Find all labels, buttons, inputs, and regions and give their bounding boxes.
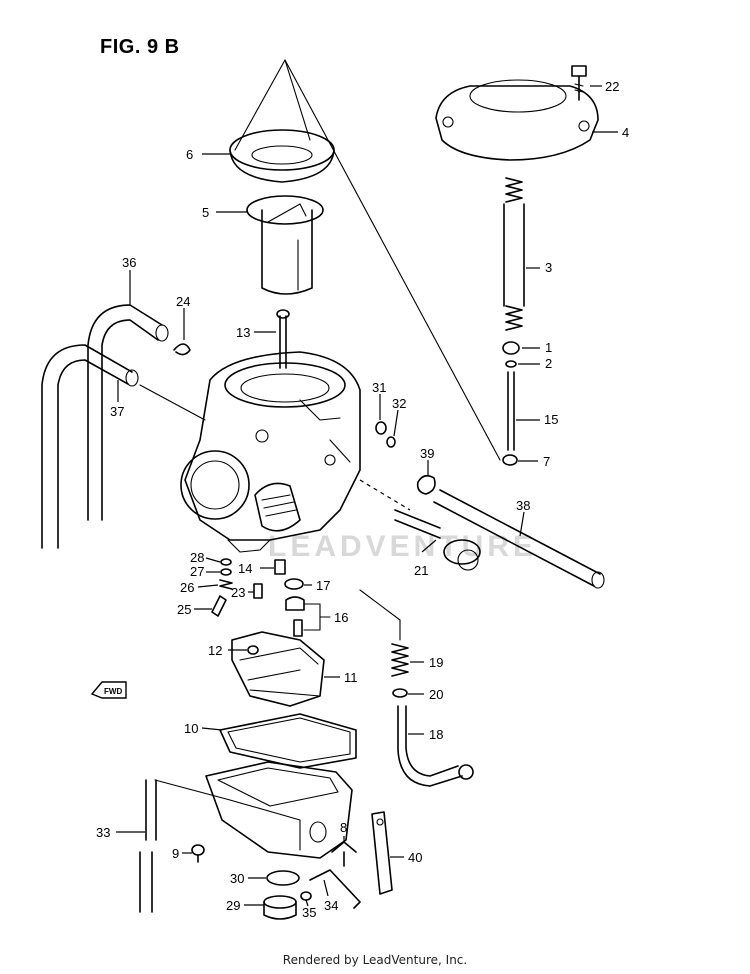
part-14-jet [274, 559, 286, 575]
part-12-pin [247, 645, 259, 655]
callout-39: 39 [420, 446, 434, 461]
carburetor-body [139, 351, 361, 553]
fwd-arrow-icon: FWD [90, 681, 127, 699]
part-33-hose [139, 779, 231, 913]
part-30-oring [266, 870, 300, 886]
callout-24: 24 [176, 294, 190, 309]
callout-29: 29 [226, 898, 240, 913]
part-10-gasket [219, 713, 357, 769]
callout-33: 33 [96, 825, 110, 840]
part-5-piston [246, 195, 324, 295]
part-39-clamp [416, 474, 436, 495]
part-38-hose [433, 489, 605, 589]
part-18-cable [397, 705, 474, 787]
callout-16: 16 [334, 610, 348, 625]
callout-18: 18 [429, 727, 443, 742]
callout-40: 40 [408, 850, 422, 865]
callout-15: 15 [544, 412, 558, 427]
part-31-screw [375, 421, 387, 435]
callout-9: 9 [172, 846, 179, 861]
part-20-washer [392, 688, 408, 698]
float-bowl [205, 761, 353, 859]
part-6-diaphragm [229, 129, 335, 183]
callout-35: 35 [302, 905, 316, 920]
part-15-needle [507, 371, 515, 451]
part-16-jet [285, 596, 305, 637]
part-24-clip [173, 343, 191, 356]
part-22-screw [571, 65, 587, 101]
part-13-screw [276, 309, 290, 369]
callout-13: 13 [236, 325, 250, 340]
callout-28: 28 [190, 550, 204, 565]
part-7-seat [502, 454, 518, 466]
part-26-spring [219, 579, 233, 590]
part-1-clip [502, 341, 520, 355]
callout-19: 19 [429, 655, 443, 670]
callout-6: 6 [186, 147, 193, 162]
callout-38: 38 [516, 498, 530, 513]
callout-32: 32 [392, 396, 406, 411]
callout-34: 34 [324, 898, 338, 913]
callout-21: 21 [414, 563, 428, 578]
callout-17: 17 [316, 578, 330, 593]
callout-23: 23 [231, 585, 245, 600]
part-28-ring [220, 558, 232, 566]
footer-credit: Rendered by LeadVenture, Inc. [282, 953, 468, 967]
part-40-bracket [371, 811, 393, 895]
callout-14: 14 [238, 561, 252, 576]
part-29-plug [263, 895, 297, 920]
watermark-text: LEADVENTURE [268, 530, 537, 563]
part-35-screw [300, 891, 312, 901]
callout-10: 10 [184, 721, 198, 736]
callout-1: 1 [545, 340, 552, 355]
part-36-hose [87, 304, 169, 521]
callout-25: 25 [177, 602, 191, 617]
part-3-spring [503, 177, 525, 331]
callout-37: 37 [110, 404, 124, 419]
part-8-screw [331, 841, 357, 867]
callout-22: 22 [605, 79, 619, 94]
part-32-screw [386, 436, 396, 448]
part-2-washer [505, 360, 517, 368]
callout-7: 7 [543, 454, 550, 469]
part-25-screw [211, 595, 227, 617]
callout-2: 2 [545, 356, 552, 371]
callout-5: 5 [202, 205, 209, 220]
guide-line-top [284, 59, 501, 461]
callout-8: 8 [340, 820, 347, 835]
guide-line-top-right [284, 59, 311, 141]
part-9-screw [191, 844, 205, 863]
part-34-clip [309, 869, 361, 909]
callout-20: 20 [429, 687, 443, 702]
callout-27: 27 [190, 564, 204, 579]
callout-11: 11 [344, 670, 358, 685]
part-19-spring [391, 643, 409, 677]
part-23-screw [253, 583, 263, 599]
part-11-float [231, 631, 325, 707]
callout-30: 30 [230, 871, 244, 886]
callout-12: 12 [208, 643, 222, 658]
callout-31: 31 [372, 380, 386, 395]
part-4-top-cap [435, 79, 599, 161]
part-37-hose [41, 344, 139, 549]
part-21-choke [359, 479, 481, 571]
callout-3: 3 [545, 260, 552, 275]
part-27-washer [220, 568, 232, 576]
callout-4: 4 [622, 125, 629, 140]
callout-26: 26 [180, 580, 194, 595]
figure-title: FIG. 9 B [100, 36, 180, 58]
callout-36: 36 [122, 255, 136, 270]
part-17-oring [284, 578, 304, 590]
guide-line-top-left [234, 59, 286, 151]
fwd-label: FWD [104, 687, 122, 696]
